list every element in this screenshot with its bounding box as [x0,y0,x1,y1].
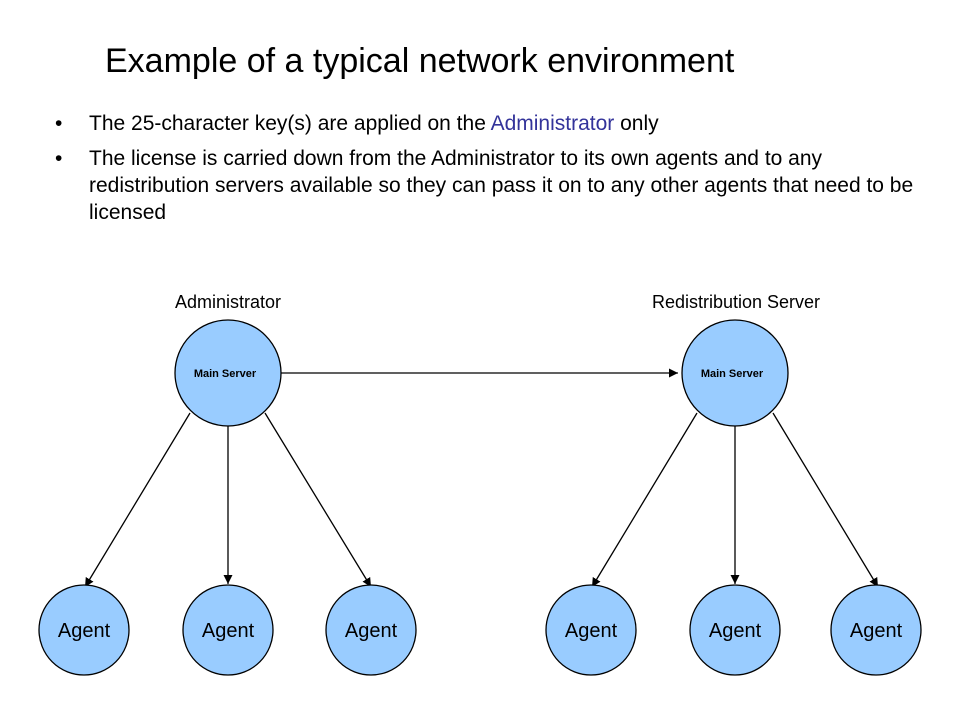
agent-label-3: Agent [345,620,398,642]
slide-title: Example of a typical network environment [105,42,735,80]
agent-node-3: Agent [325,584,417,676]
agent-node-4: Agent [545,584,637,676]
agent-label-1: Agent [58,620,111,642]
agent-label-6: Agent [850,620,903,642]
agent-node-2: Agent [182,584,274,676]
bullet-list: • The 25-character key(s) are applied on … [55,110,915,234]
agent-node-6: Agent [830,584,922,676]
edge-admin-to-agent-1 [84,412,191,588]
bullet-item-1: • The 25-character key(s) are applied on … [55,110,915,137]
edge-admin-to-agent-3 [264,412,372,588]
agent-node-1: Agent [38,584,130,676]
redistribution-server-caption: Redistribution Server [652,292,820,312]
redist-main-server-label: Main Server [701,368,764,380]
redist-main-server-node: Main Server [681,319,789,427]
bullet-dot: • [55,147,63,170]
edge-redist-to-agent-4 [591,412,698,588]
bullet-dot: • [55,112,63,135]
bullet-text: The license is carried down from the Adm… [89,147,914,224]
admin-main-server-node: Main Server [174,319,282,427]
bullet-text-before: The 25-character key(s) are applied on t… [89,112,491,135]
edge-redist-to-agent-6 [772,412,879,588]
agent-label-4: Agent [565,620,618,642]
agent-label-2: Agent [202,620,255,642]
bullet-highlight: Administrator [490,112,615,135]
agent-label-5: Agent [709,620,762,642]
bullet-text-after: only [614,112,659,135]
admin-main-server-label: Main Server [194,368,257,380]
bullet-item-2: • The license is carried down from the Ad… [55,145,915,226]
agent-node-5: Agent [689,584,781,676]
administrator-caption: Administrator [175,292,281,312]
